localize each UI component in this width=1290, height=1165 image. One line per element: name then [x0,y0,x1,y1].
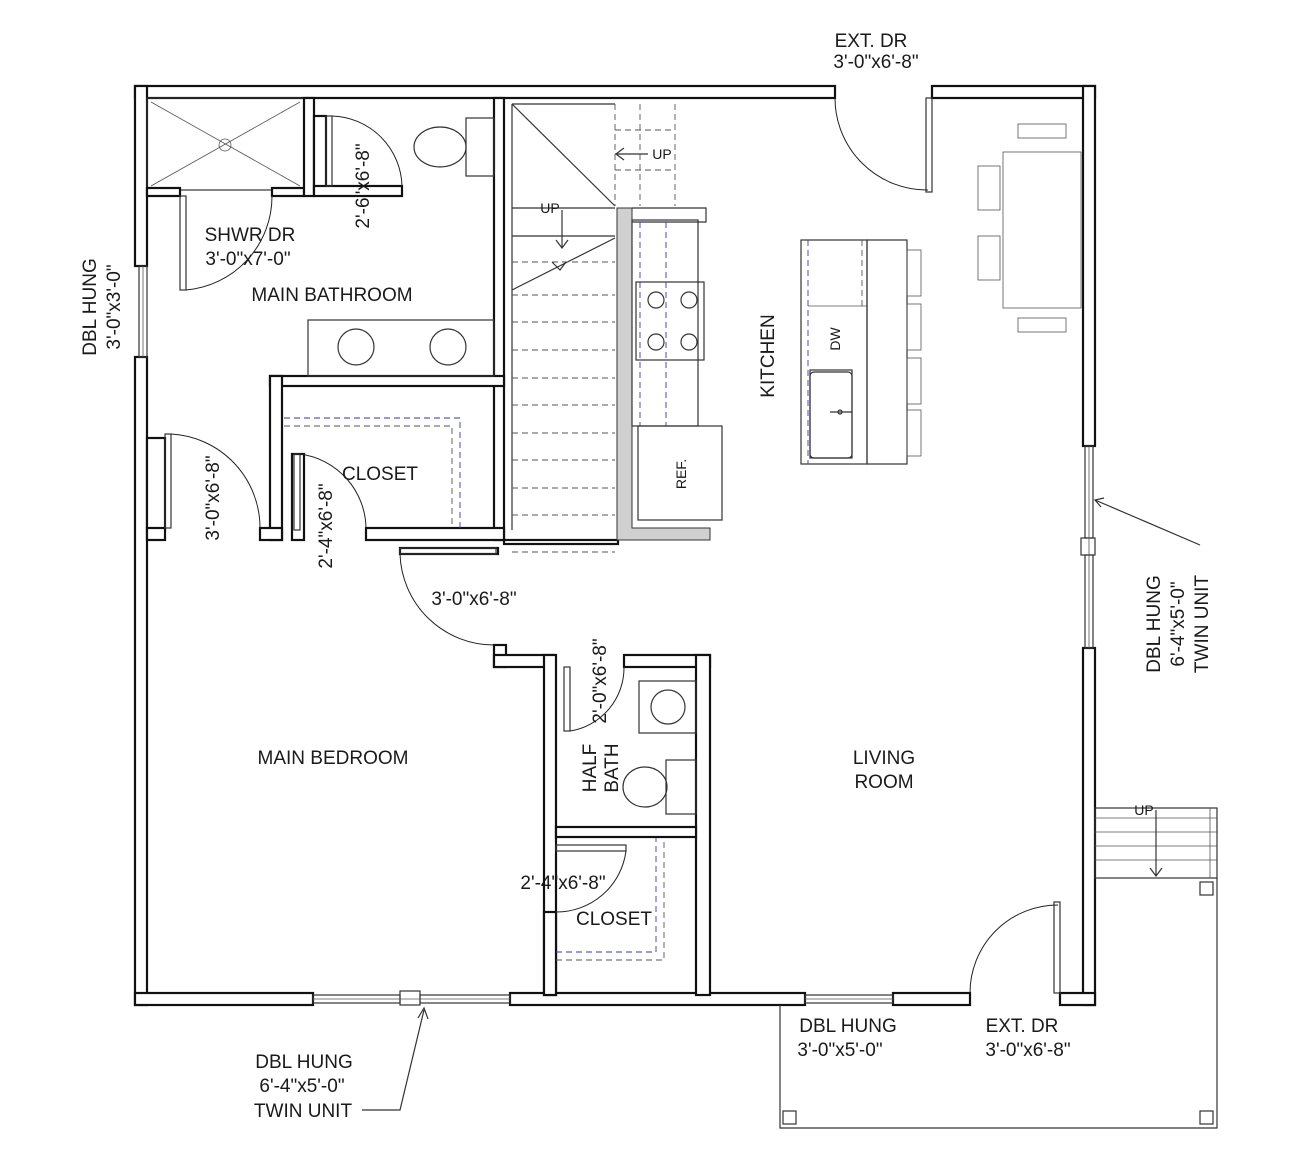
ext-dr-top-line2: 3'-0"x6'-8" [833,52,918,73]
exterior-walls [133,84,1097,1007]
bath-fixtures [150,101,697,961]
ext-dr-bottom-line2: 3'-0"x6'-8" [985,1040,1070,1061]
dbl-hung-right-line2: 6'-4"x5'-0" [1168,581,1189,666]
half-bath-door-size: 2'-0"x6'-8" [590,638,611,723]
room-living-line1: LIVING [853,748,915,769]
dbl-hung-bottom-left-line2: 6'-4"x5'-0" [259,1076,344,1097]
windows [138,265,1096,1006]
room-closet-top: CLOSET [342,464,418,485]
ext-dr-bottom-line1: EXT. DR [986,1016,1059,1037]
dbl-hung-bottom-mid-line2: 3'-0"x5'-0" [797,1040,882,1061]
room-half-bath-line2: BATH [602,743,623,792]
stair-up-top: UP [652,146,671,162]
stair-up-landing: UP [540,200,559,216]
dbl-hung-left-line2: 3'-0"x3'-0" [104,264,125,349]
bed-door-main-size: 3'-0"x6'-8" [431,589,516,610]
dbl-hung-left-line1: DBL HUNG [80,258,101,355]
bath-door-size: 2'-6"x6'-8" [353,143,374,228]
shwr-dr-line1: SHWR DR [205,225,296,246]
refrigerator-label: REF. [673,459,689,489]
dbl-hung-bottom-left-line3: TWIN UNIT [254,1101,353,1122]
dbl-hung-bottom-mid-line1: DBL HUNG [799,1016,896,1037]
interior-walls [145,96,712,997]
kitchen-fixtures [631,123,1082,521]
room-main-bathroom: MAIN BATHROOM [251,285,412,306]
room-main-bedroom: MAIN BEDROOM [258,748,409,769]
stair-up-porch: UP [1134,802,1153,818]
bed-door-left-size: 3'-0"x6'-8" [203,455,224,540]
dishwasher-label: DW [827,327,843,351]
closet-door-bottom-size: 2'-4"x6'-8" [520,873,605,894]
dbl-hung-bottom-left-line1: DBL HUNG [255,1052,352,1073]
leader-lines [362,497,1201,1111]
room-closet-bottom: CLOSET [576,909,652,930]
door-swings [164,97,1061,994]
room-kitchen: KITCHEN [758,314,779,397]
room-living-line2: ROOM [854,772,913,793]
dbl-hung-right-line3: TWIN UNIT [1192,575,1213,674]
ext-dr-top-line1: EXT. DR [835,31,908,52]
dbl-hung-right-line1: DBL HUNG [1144,575,1165,672]
room-half-bath-line1: HALF [580,744,601,793]
shwr-dr-line2: 3'-0"x7'-0" [205,249,290,270]
closet-door-top-size: 2'-4"x6'-8" [316,483,337,568]
porch [779,807,1218,1129]
